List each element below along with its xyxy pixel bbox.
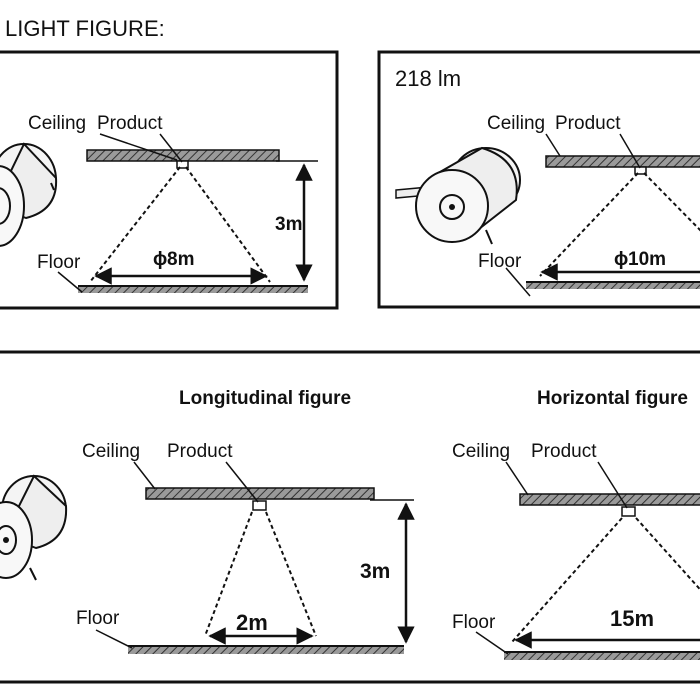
beam-width-value: 2m (236, 610, 268, 635)
product-marker (634, 166, 647, 175)
ceiling-leader (505, 461, 529, 496)
product-leader (225, 461, 259, 503)
panel-frame (377, 50, 700, 309)
floor-label: Floor (452, 612, 496, 633)
downlight-fixture-icon (395, 146, 521, 245)
floor-hatch (526, 283, 700, 289)
ceiling-leader (133, 461, 156, 490)
floor-leader (475, 631, 509, 655)
panel-frame (0, 50, 339, 310)
ceiling-bar (145, 487, 375, 500)
product-marker (252, 500, 267, 511)
beam-right (265, 511, 317, 637)
longitudinal-heading: Longitudinal figure (179, 388, 351, 409)
beam-left (539, 172, 639, 277)
ceiling-bar (545, 155, 700, 168)
beam-width-value: 15m (610, 606, 654, 631)
beam-right (185, 166, 271, 283)
floor-label: Floor (478, 251, 522, 272)
ceiling-bar (519, 493, 700, 506)
floor-hatch (504, 653, 700, 660)
product-label: Product (531, 441, 597, 462)
lumen-label: 218 lm (395, 66, 461, 91)
floor-label: Floor (37, 252, 81, 273)
panel-top-left: Ceiling Product Floor ϕ 8m 3m (0, 50, 339, 310)
product-label: Product (97, 113, 163, 134)
beam-left (89, 166, 181, 283)
longitudinal-figure: Ceiling Product Floor 2m 3m (76, 441, 415, 654)
ceiling-label: Ceiling (28, 113, 86, 134)
diameter-symbol-icon: ϕ (153, 249, 167, 270)
floor-hatch (78, 287, 308, 293)
panel-frame (0, 350, 700, 684)
floor-label: Floor (76, 608, 120, 629)
panel-bottom: Longitudinal figure Horizontal figure Ce… (0, 350, 700, 684)
ceiling-leader (545, 133, 561, 157)
panel-top-right: 218 lm Ceiling Product Floor ϕ 10m (377, 50, 700, 309)
floor-hatch (128, 647, 404, 654)
product-label: Product (555, 113, 621, 134)
ceiling-label: Ceiling (452, 441, 510, 462)
diameter-symbol-icon: ϕ (614, 249, 628, 270)
beam-diameter-value: 10m (628, 249, 666, 270)
height-value: 3m (275, 214, 302, 235)
downlight-fixture-icon (0, 474, 68, 581)
beam-diameter-value: 8m (167, 249, 194, 270)
ceiling-leader (99, 133, 178, 161)
ceiling-bar (86, 149, 280, 162)
product-leader (619, 133, 641, 169)
ceiling-label: Ceiling (82, 441, 140, 462)
horizontal-heading: Horizontal figure (537, 388, 688, 409)
product-label: Product (167, 441, 233, 462)
height-value: 3m (360, 560, 390, 583)
beam-right (635, 517, 700, 591)
product-marker (176, 160, 189, 169)
beam-left (204, 511, 253, 637)
beam-right (643, 172, 700, 232)
product-marker (621, 506, 636, 517)
beam-left (511, 517, 623, 643)
horizontal-figure: Ceiling Product Floor 15m (452, 441, 700, 660)
ceiling-label: Ceiling (487, 113, 545, 134)
floor-leader (57, 271, 83, 293)
product-leader (597, 461, 628, 509)
floor-leader (505, 267, 531, 297)
downlight-fixture-icon (0, 142, 58, 247)
page-title: LIGHT FIGURE: (5, 16, 165, 41)
floor-leader (95, 629, 133, 649)
product-leader (159, 133, 183, 163)
